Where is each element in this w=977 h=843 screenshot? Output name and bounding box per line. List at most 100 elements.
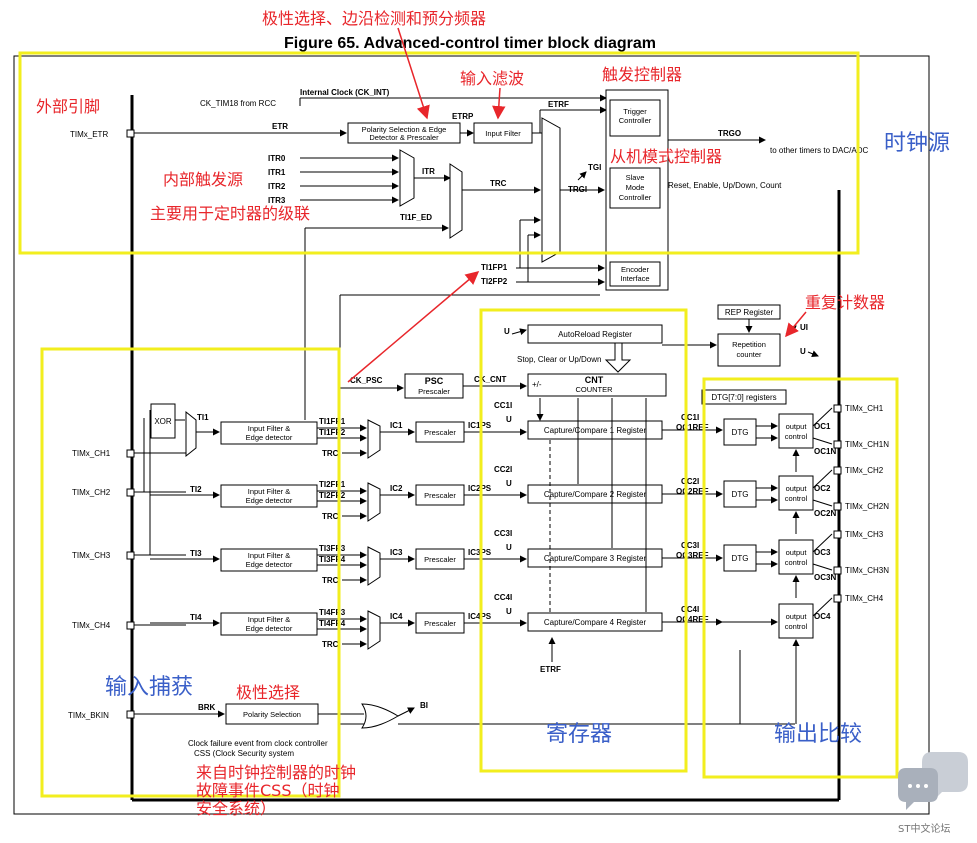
ck-int-label: Internal Clock (CK_INT): [300, 88, 390, 97]
ti2fp2-label: TI2FP2: [481, 277, 508, 286]
trc-label: TRC: [490, 179, 507, 188]
ch1-dtg-box: [723, 418, 757, 446]
xor-text: XOR: [154, 417, 172, 426]
ch2-prescaler-text: Prescaler: [424, 491, 456, 500]
cnt-text-1: CNT: [585, 375, 604, 385]
ann-cascade: 主要用于定时器的级联: [150, 204, 310, 223]
ann-input-capture: 输入捕获: [105, 675, 193, 700]
bi-label: BI: [420, 701, 428, 710]
ch3-outn-pin: [833, 566, 842, 575]
ti1f-ed-label: TI1F_ED: [400, 213, 432, 222]
ch4-fpa-label: TI4FP3: [319, 608, 346, 617]
clock-failure-label: Clock failure event from clock controlle…: [188, 739, 328, 748]
ch3-oc-label: OC3: [814, 548, 831, 557]
ann-clock-source: 时钟源: [884, 131, 950, 156]
break-or-gate: [361, 703, 399, 729]
ch4-ccout-label: CC4I: [681, 605, 699, 614]
ch1-ccin-label: CC1I: [494, 401, 512, 410]
ch2-ic-mux: [367, 482, 381, 522]
input-capture-frame: [40, 347, 341, 798]
ch4-ccin-label: CC4I: [494, 593, 512, 602]
ann-slave-mode: 从机模式控制器: [610, 147, 722, 166]
ui-label: UI: [800, 323, 808, 332]
ch1-outn-pin: [833, 440, 842, 449]
ch3-filter-text-1: Input Filter &: [248, 551, 291, 560]
itr-mux: [399, 149, 415, 207]
ch1-ccout-label: CC1I: [681, 413, 699, 422]
ch2-u-label: U: [506, 479, 512, 488]
ch3-output-text-2: control: [785, 558, 808, 567]
brk-label: BRK: [198, 703, 216, 712]
ch1-output-box: [778, 413, 814, 449]
ck-psc-label: CK_PSC: [350, 376, 383, 385]
ann-arrow-filter: [492, 87, 506, 120]
bi-arrow: [397, 707, 415, 717]
rep-counter-box: [717, 333, 781, 367]
ch1-ic-label: IC1: [390, 421, 403, 430]
figure-title: Figure 65. Advanced-control timer block …: [284, 35, 656, 52]
itr1-label: ITR1: [268, 168, 286, 177]
ch1-fpa-label: TI1FP1: [319, 417, 346, 426]
ti1fp1-label: TI1FP1: [481, 263, 508, 272]
ch2-ccr-text: Capture/Compare 2 Register: [544, 490, 647, 499]
trgi-label: TRGI: [568, 185, 587, 194]
ann-output-compare: 输出比较: [774, 722, 862, 747]
ch2-pin-label: TIMx_CH2: [72, 488, 111, 497]
timx-etr-label: TIMx_ETR: [70, 130, 108, 139]
slave-text-2: Mode: [626, 183, 645, 192]
polarity-edge-text-2: Detector & Prescaler: [369, 133, 439, 142]
ch1-output-text-2: control: [785, 432, 808, 441]
ch1-filter-text-1: Input Filter &: [248, 424, 291, 433]
ch3-ccout-label: CC3I: [681, 541, 699, 550]
rep-counter-text-1: Repetition: [732, 340, 766, 349]
ch4-pin: [126, 621, 135, 630]
stop-clear-label: Stop, Clear or Up/Down: [517, 355, 601, 364]
tgi-label: TGI: [588, 163, 601, 172]
ch1-outn-label: TIMx_CH1N: [845, 440, 889, 449]
ch3-ocn-wire: [812, 563, 833, 571]
ch2-out-label: TIMx_CH2: [845, 466, 884, 475]
ch3-ic-label: IC3: [390, 548, 403, 557]
u-rep-label: U: [800, 347, 806, 356]
ch3-prescaler-text: Prescaler: [424, 555, 456, 564]
ch1-fpb-label: TI1FP2: [319, 428, 346, 437]
ch4-prescaler-text: Prescaler: [424, 619, 456, 628]
etrf-label: ETRF: [548, 100, 569, 109]
cnt-text-2: COUNTER: [575, 385, 613, 394]
ch4-out-pin: [833, 594, 842, 603]
tgi-arrow: [577, 171, 587, 181]
dtg-register-text: DTG[7:0] registers: [711, 393, 776, 402]
ch1-ccr-text: Capture/Compare 1 Register: [544, 426, 647, 435]
ch3-ccin-label: CC3I: [494, 529, 512, 538]
autoreload-arrow: [604, 342, 632, 373]
u-rep-arrow: [807, 350, 819, 358]
reset-enable-label: Reset, Enable, Up/Down, Count: [668, 181, 782, 190]
ch3-trc-label: TRC: [322, 576, 339, 585]
ann-arrow-polarity: [397, 27, 430, 120]
psc-box: [404, 373, 464, 399]
ck-tim18-label: CK_TIM18 from RCC: [200, 99, 276, 108]
polarity-selection-text: Polarity Selection: [243, 710, 301, 719]
clock-source-frame: [18, 51, 860, 255]
ch2-output-text-1: output: [786, 484, 808, 493]
ch4-fpb-label: TI4FP4: [319, 619, 346, 628]
ch1-pin: [126, 449, 135, 458]
watermark-logo: [898, 752, 968, 810]
ch4-output-text-1: output: [786, 612, 808, 621]
ti2-label: TI2: [190, 485, 202, 494]
ch1-oc-wire: [812, 407, 833, 427]
ch2-pin: [126, 488, 135, 497]
encoder-text-2: Interface: [620, 274, 649, 283]
ch4-filter-box: [220, 612, 318, 636]
u-autoreload-arrow: [511, 328, 527, 336]
ch1-ocn-wire: [812, 437, 833, 445]
ann-internal-trigger: 内部触发源: [163, 170, 243, 189]
ann-repetition: 重复计数器: [805, 293, 885, 312]
trigger-controller-box: [609, 99, 661, 137]
rep-counter-text-2: counter: [736, 350, 762, 359]
ann-polarity-select: 极性选择: [236, 683, 300, 702]
ch3-output-text-1: output: [786, 548, 808, 557]
ti4-label: TI4: [190, 613, 202, 622]
ch4-ocref-label: OC4REF: [676, 615, 709, 624]
